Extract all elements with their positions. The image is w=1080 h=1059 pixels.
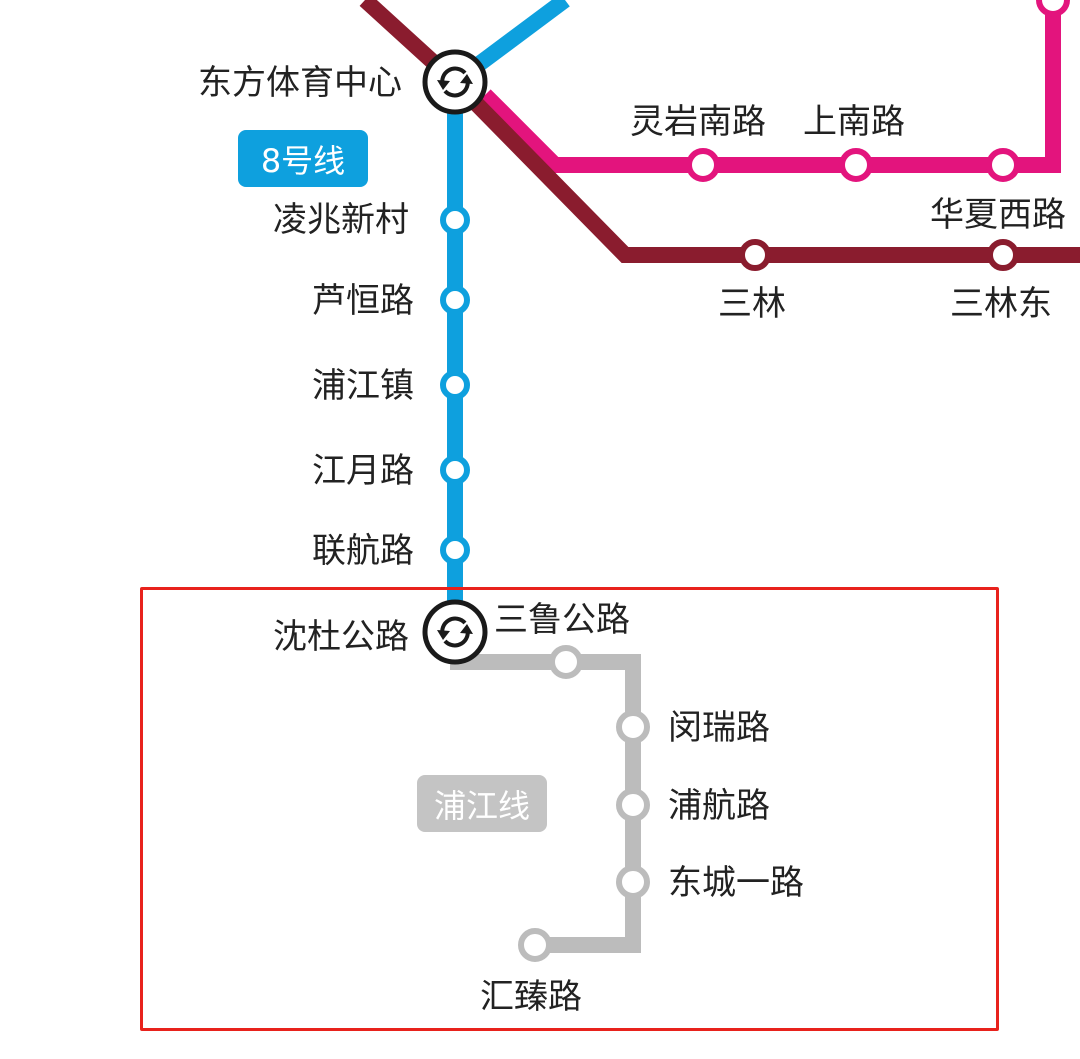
station-dot-lingyan-nan[interactable] [686,148,720,182]
station-label[interactable]: 三林东 [950,284,1052,324]
station-label[interactable]: 凌兆新村 [273,200,409,240]
station-label[interactable]: 浦江镇 [312,366,414,406]
interchange-icon[interactable] [422,599,488,665]
station-label[interactable]: 上南路 [803,102,905,142]
line-8-badge[interactable]: 8号线 [238,130,368,187]
station-label[interactable]: 闵瑞路 [668,708,770,748]
station-dot-dongcheng1[interactable] [616,865,650,899]
station-dot-pujiang-zhen[interactable] [440,370,470,400]
station-dot-lianhang[interactable] [440,535,470,565]
pink-line [479,0,1061,173]
station-dot-sanlin[interactable] [739,239,771,271]
station-label[interactable]: 华夏西路 [930,195,1066,235]
station-label[interactable]: 三鲁公路 [494,600,630,640]
station-label[interactable]: 浦航路 [668,786,770,826]
interchange-icon[interactable] [422,49,488,115]
pujiang-line-badge[interactable]: 浦江线 [417,775,547,832]
station-dot-lingzhao[interactable] [440,205,470,235]
station-label[interactable]: 芦恒路 [312,281,414,321]
station-label[interactable]: 灵岩南路 [630,102,766,142]
station-dot-pink-top[interactable] [1036,0,1070,17]
station-dot-sanlin-dong[interactable] [987,239,1019,271]
station-label[interactable]: 沈杜公路 [273,617,409,657]
station-label[interactable]: 汇臻路 [480,977,582,1017]
station-dot-sanlu[interactable] [549,645,583,679]
highlight-box [140,587,999,1031]
station-label[interactable]: 东方体育中心 [198,63,402,103]
maroon-line [359,0,1080,263]
station-dot-minrui[interactable] [616,710,650,744]
station-label[interactable]: 江月路 [312,451,414,491]
station-dot-huaxia-xi[interactable] [986,148,1020,182]
station-label[interactable]: 东城一路 [668,863,804,903]
station-dot-jiangyue[interactable] [440,455,470,485]
station-dot-huizhen[interactable] [518,928,552,962]
station-dot-shangnan[interactable] [839,148,873,182]
station-dot-luheng[interactable] [440,285,470,315]
station-dot-puhang[interactable] [616,788,650,822]
station-label[interactable]: 联航路 [312,531,414,571]
station-label[interactable]: 三林 [718,284,786,324]
